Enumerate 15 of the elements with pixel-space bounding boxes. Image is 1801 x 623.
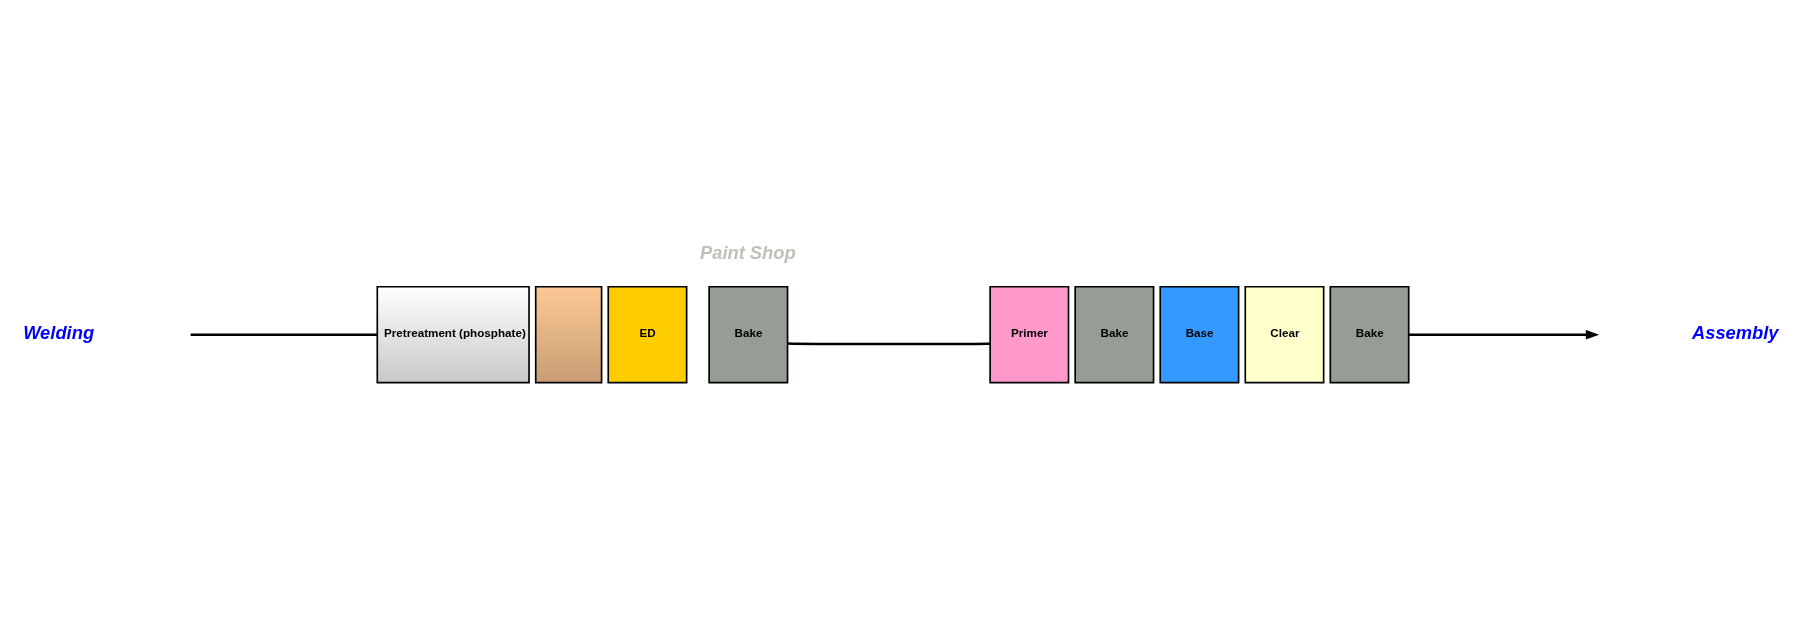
- node-box: Primer: [989, 285, 1070, 383]
- label: Paint Shop: [699, 241, 796, 263]
- label: Assembly: [1691, 321, 1779, 343]
- label: Welding: [23, 321, 95, 343]
- node-box: [534, 285, 603, 383]
- node-box: Base: [1159, 285, 1240, 383]
- node-box: Pretreatment (phosphate): [376, 285, 530, 383]
- arrow: [1408, 329, 1600, 339]
- node-box: Bake: [1329, 285, 1410, 383]
- node-box: Clear: [1244, 285, 1325, 383]
- node-box: ED: [607, 285, 688, 383]
- connector: [190, 332, 378, 336]
- node-box: Bake: [708, 285, 789, 383]
- connector: [787, 341, 991, 345]
- node-box: Bake: [1074, 285, 1155, 383]
